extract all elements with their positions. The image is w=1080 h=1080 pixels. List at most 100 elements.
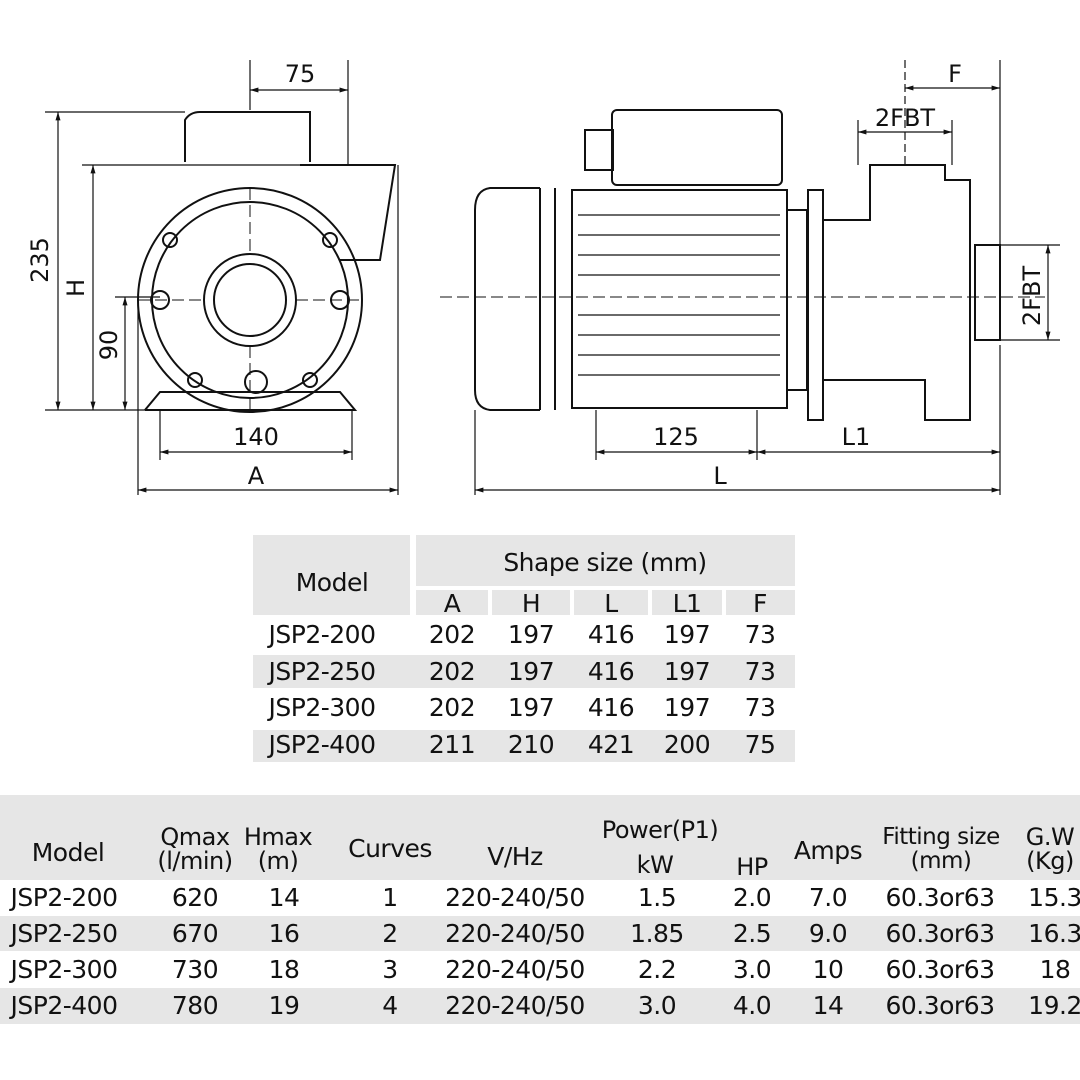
spec-row-qmax: 730: [171, 955, 219, 984]
spec-row-fitting: 60.3or63: [885, 919, 995, 948]
spec-row-gw: 16.3: [1028, 919, 1080, 948]
shape-col-f: F: [753, 589, 767, 618]
shape-row-l1: 197: [663, 620, 711, 649]
dim-140: 140: [233, 423, 279, 451]
spec-hmax-header: Hmax: [243, 823, 313, 851]
spec-row-kw: 3.0: [637, 991, 677, 1020]
spec-row-model: JSP2-300: [10, 955, 118, 984]
spec-fitting-header: Fitting size: [882, 824, 1000, 850]
shape-col-l: L: [604, 589, 618, 618]
spec-power-header: Power(P1): [601, 816, 719, 844]
spec-gw-unit: (Kg): [1026, 847, 1074, 875]
dim-a: A: [248, 462, 265, 490]
shape-row-h: 197: [507, 657, 555, 686]
spec-row-vhz: 220-240/50: [445, 919, 585, 948]
spec-amps-header: Amps: [793, 836, 863, 865]
dim-2fbt-inlet: 2FBT: [1018, 266, 1046, 327]
spec-row-qmax: 780: [171, 991, 219, 1020]
spec-row-model: JSP2-200: [10, 883, 118, 912]
spec-row-fitting: 60.3or63: [885, 955, 995, 984]
shape-row-model: JSP2-400: [268, 730, 376, 759]
shape-row-a: 202: [428, 693, 476, 722]
spec-row-qmax: 670: [171, 919, 219, 948]
shape-row-l1: 200: [663, 730, 711, 759]
spec-fitting-unit: (mm): [910, 848, 972, 874]
shape-row-model: JSP2-300: [268, 693, 376, 722]
spec-row-amps: 9.0: [808, 919, 848, 948]
dim-2fbt-outlet: 2FBT: [875, 104, 936, 132]
spec-curves-header: Curves: [348, 834, 432, 863]
spec-row-amps: 14: [812, 991, 844, 1020]
spec-row-kw: 1.5: [637, 883, 677, 912]
shape-col-l1: L1: [672, 589, 702, 618]
shape-row-a: 202: [428, 620, 476, 649]
dimension-labels: 75 235 H 90 140 A F 2FBT 2FBT 125 L1 L: [26, 60, 1046, 490]
shape-col-a: A: [443, 589, 461, 618]
spec-row-amps: 10: [812, 955, 844, 984]
side-view: [440, 60, 1060, 495]
spec-row-qmax: 620: [171, 883, 219, 912]
spec-row-fitting: 60.3or63: [885, 883, 995, 912]
spec-row-curves: 2: [382, 919, 398, 948]
shape-row-f: 73: [744, 620, 776, 649]
spec-row-gw: 15.3: [1028, 883, 1080, 912]
spec-row-hmax: 14: [268, 883, 300, 912]
shape-row-f: 73: [744, 657, 776, 686]
spec-row-kw: 2.2: [637, 955, 677, 984]
dim-l: L: [713, 462, 727, 490]
dim-90: 90: [95, 330, 123, 361]
dim-h: H: [62, 279, 90, 297]
spec-hp-header: HP: [736, 853, 768, 881]
shape-row-l1: 197: [663, 657, 711, 686]
spec-row-hp: 4.0: [732, 991, 772, 1020]
spec-kw-header: kW: [636, 851, 674, 879]
shape-row-f: 73: [744, 693, 776, 722]
spec-row-gw: 18: [1039, 955, 1071, 984]
dim-235: 235: [26, 237, 54, 283]
spec-row-curves: 1: [382, 883, 398, 912]
spec-qmax-header: Qmax: [160, 823, 230, 851]
spec-row-gw: 19.2: [1028, 991, 1080, 1020]
dim-f: F: [948, 60, 962, 88]
spec-row-amps: 7.0: [808, 883, 848, 912]
spec-row-model: JSP2-250: [10, 919, 118, 948]
spec-row-curves: 4: [382, 991, 398, 1020]
shape-row-l: 416: [587, 657, 635, 686]
shape-row-f: 75: [744, 730, 776, 759]
shape-row-l: 421: [587, 730, 635, 759]
spec-row-model: JSP2-400: [10, 991, 118, 1020]
shape-model-header: Model: [295, 568, 369, 597]
shape-row-l: 416: [587, 620, 635, 649]
shape-col-h: H: [521, 589, 541, 618]
pump-technical-drawing: 75 235 H 90 140 A F 2FBT 2FBT 125 L1 L: [26, 60, 1060, 495]
spec-row-hmax: 16: [268, 919, 300, 948]
spec-vhz-header: V/Hz: [487, 842, 543, 871]
shape-row-model: JSP2-200: [268, 620, 376, 649]
spec-row-vhz: 220-240/50: [445, 955, 585, 984]
spec-hmax-unit: (m): [257, 847, 299, 875]
shape-row-a: 202: [428, 657, 476, 686]
dim-l1: L1: [842, 423, 871, 451]
shape-row-model: JSP2-250: [268, 657, 376, 686]
shape-row-h: 210: [507, 730, 555, 759]
dim-125: 125: [653, 423, 699, 451]
spec-row-hp: 3.0: [732, 955, 772, 984]
spec-row-vhz: 220-240/50: [445, 883, 585, 912]
spec-row-hp: 2.0: [732, 883, 772, 912]
spec-model-header: Model: [31, 838, 105, 867]
dim-75: 75: [285, 60, 316, 88]
spec-gw-header: G.W: [1025, 823, 1075, 851]
spec-row-vhz: 220-240/50: [445, 991, 585, 1020]
spec-row-hmax: 19: [268, 991, 300, 1020]
spec-qmax-unit: (l/min): [157, 847, 233, 875]
spec-row-hp: 2.5: [732, 919, 772, 948]
shape-row-l: 416: [587, 693, 635, 722]
shape-group-header: Shape size (mm): [503, 548, 707, 577]
spec-row-fitting: 60.3or63: [885, 991, 995, 1020]
shape-row-l1: 197: [663, 693, 711, 722]
spec-row-curves: 3: [382, 955, 398, 984]
front-view: [45, 60, 399, 495]
shape-row-a: 211: [428, 730, 476, 759]
shape-row-h: 197: [507, 620, 555, 649]
spec-row-hmax: 18: [268, 955, 300, 984]
